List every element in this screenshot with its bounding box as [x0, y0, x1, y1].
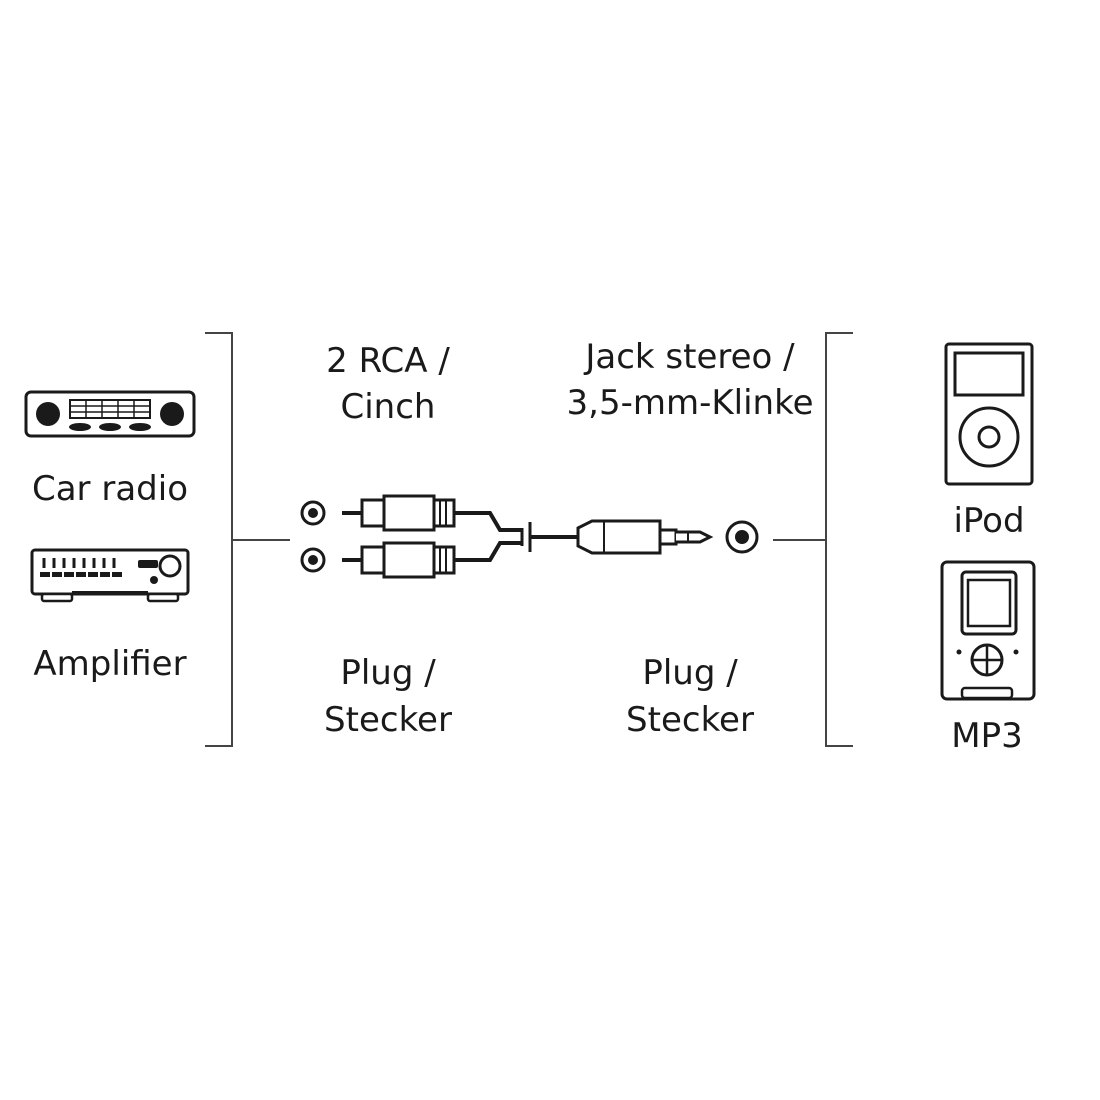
ipod-icon: [944, 342, 1034, 486]
right-bracket: [825, 332, 853, 747]
amplifier-icon: [30, 548, 190, 603]
mp3-player-icon: [940, 560, 1036, 701]
jack-gender-label-line1: Plug /: [642, 653, 738, 693]
rca-gender-label-line2: Stecker: [324, 700, 452, 740]
right-device-label-mp3: MP3: [951, 716, 1022, 756]
rca-plug-icon-top: [342, 494, 456, 532]
rca-type-label-line1: 2 RCA /: [326, 341, 450, 381]
rca-gender-label-line1: Plug /: [340, 653, 436, 693]
jack-type-label-line2: 3,5-mm-Klinke: [567, 383, 814, 423]
left-device-label-car-radio: Car radio: [32, 469, 188, 509]
jack-type-label-line1: Jack stereo /: [583, 337, 795, 377]
rca-end-view-icon-top: [300, 500, 326, 526]
rca-plug-icon-bottom: [342, 541, 456, 579]
cable: [454, 511, 578, 562]
right-device-label-ipod: iPod: [953, 501, 1024, 541]
left-device-label-amplifier: Amplifier: [33, 644, 186, 684]
left-bracket: [205, 332, 233, 747]
jack-end-view-icon: [725, 520, 759, 554]
jack-gender-label-line2: Stecker: [626, 700, 754, 740]
car-radio-icon: [24, 390, 196, 438]
rca-end-view-icon-bottom: [300, 547, 326, 573]
jack-plug-icon: [576, 519, 714, 555]
rca-type-label-line2: Cinch: [341, 387, 436, 427]
